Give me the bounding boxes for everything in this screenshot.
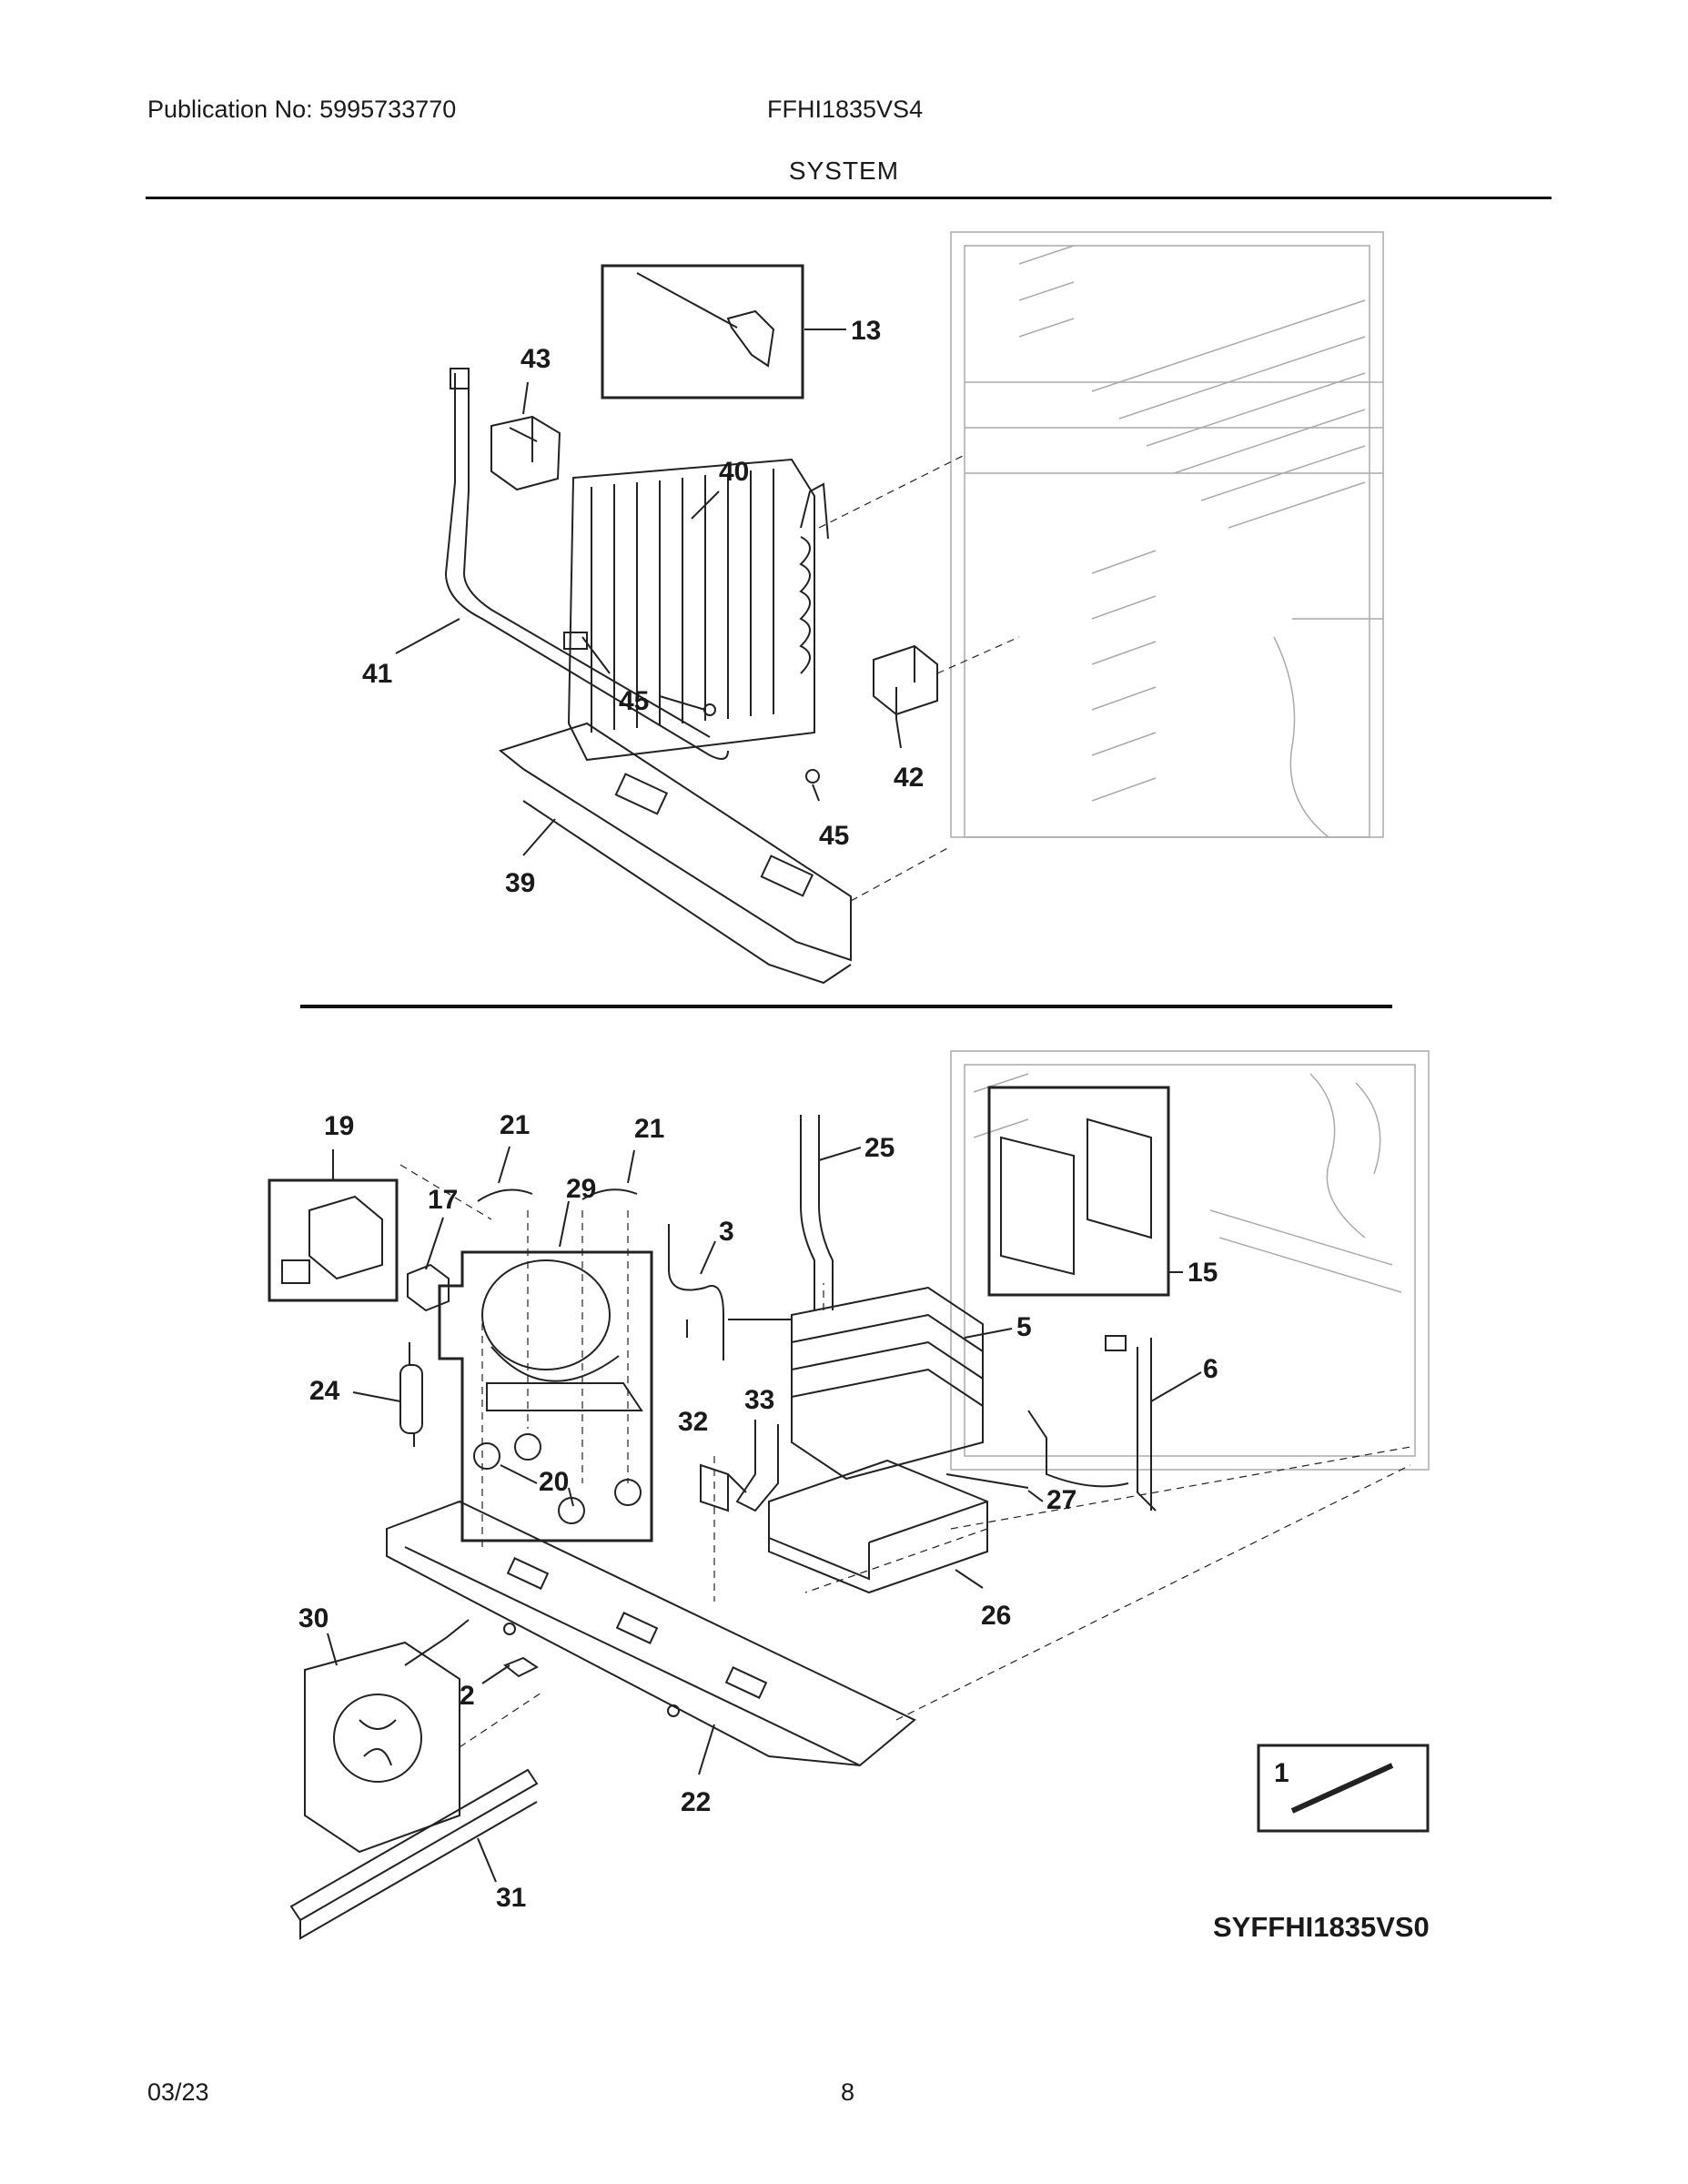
- part-22-base-rail: [386, 1500, 916, 1767]
- callout-33: 33: [744, 1385, 774, 1415]
- callout-42: 42: [894, 763, 924, 793]
- leader-lines: [327, 329, 1202, 1883]
- callout-29: 29: [566, 1174, 596, 1204]
- callout-19: 19: [324, 1111, 354, 1141]
- callout-1: 1: [1274, 1758, 1289, 1788]
- section-divider: [300, 1005, 1392, 1008]
- part-30-fan-shroud: [304, 1619, 470, 1854]
- publication-number: Publication No: 5995733770: [147, 96, 457, 123]
- freezer-cabinet-outline: [950, 231, 1384, 838]
- top-alignment-lines: [818, 454, 1020, 902]
- callout-40: 40: [719, 457, 749, 487]
- part-2-bracket: [503, 1656, 539, 1678]
- callout-32: 32: [678, 1407, 708, 1437]
- callout-17: 17: [428, 1185, 458, 1215]
- footer-date: 03/23: [147, 2078, 209, 2106]
- footer-page-number: 8: [841, 2078, 855, 2106]
- part-39-evaporator-cover: [498, 722, 852, 985]
- callout-22: 22: [681, 1787, 711, 1817]
- callout-2: 2: [460, 1681, 475, 1711]
- callout-39: 39: [505, 868, 535, 898]
- callout-45-lower: 45: [819, 821, 849, 851]
- part-25-drain-hose: [800, 1115, 834, 1310]
- part-31-kick-plate: [289, 1768, 539, 1940]
- part-24-drier: [399, 1342, 423, 1447]
- part-5-condenser: [728, 1286, 984, 1481]
- part-43-relay: [490, 415, 561, 491]
- callout-labels: 13 43 40 41 45 42 45 39 19 21 21 29 17 3…: [298, 316, 1430, 1943]
- inset-box-1: [1257, 1744, 1430, 1833]
- callout-43: 43: [521, 344, 551, 374]
- part-6-wire-harness: [1027, 1335, 1157, 1512]
- part-27-tube: [945, 1473, 1029, 1489]
- part-41-harness: [444, 368, 729, 760]
- callout-20: 20: [539, 1467, 569, 1497]
- part-3-tube: [668, 1224, 724, 1360]
- callout-5: 5: [1016, 1312, 1032, 1342]
- callout-21-right: 21: [634, 1114, 664, 1144]
- part-26-drain-pan: [768, 1459, 988, 1594]
- header-divider: [146, 197, 1552, 199]
- bottom-alignment-lines: [399, 1164, 1411, 1748]
- part-45-clips: [563, 632, 820, 784]
- figure-code: SYFFHI1835VS0: [1213, 1911, 1430, 1943]
- callout-27: 27: [1046, 1485, 1076, 1515]
- section-title: SYSTEM: [788, 157, 900, 185]
- callout-25: 25: [864, 1133, 895, 1163]
- part-42-defrost-control: [873, 644, 938, 719]
- callout-3: 3: [719, 1217, 734, 1247]
- callout-21-left: 21: [500, 1110, 530, 1140]
- model-number: FFHI1835VS4: [767, 96, 924, 123]
- inset-box-13: [601, 264, 804, 399]
- callout-6: 6: [1203, 1354, 1218, 1384]
- callout-31: 31: [496, 1883, 526, 1913]
- part-21-grommets: [477, 1188, 638, 1202]
- callout-13: 13: [851, 316, 881, 346]
- callout-24: 24: [309, 1376, 340, 1406]
- callout-45-upper: 45: [619, 686, 649, 716]
- part-40-evaporator: [567, 458, 829, 762]
- callout-41: 41: [362, 659, 392, 689]
- callout-15: 15: [1188, 1258, 1218, 1288]
- inset-box-15: [987, 1086, 1170, 1297]
- inset-box-19: [268, 1178, 399, 1302]
- callout-30: 30: [298, 1603, 329, 1633]
- compressor-group-box: [438, 1250, 653, 1542]
- fresh-food-cabinet-outline: [950, 1050, 1430, 1471]
- part-32-33-brackets: [700, 1420, 779, 1512]
- callout-26: 26: [981, 1601, 1011, 1631]
- part-17-overload: [407, 1263, 450, 1312]
